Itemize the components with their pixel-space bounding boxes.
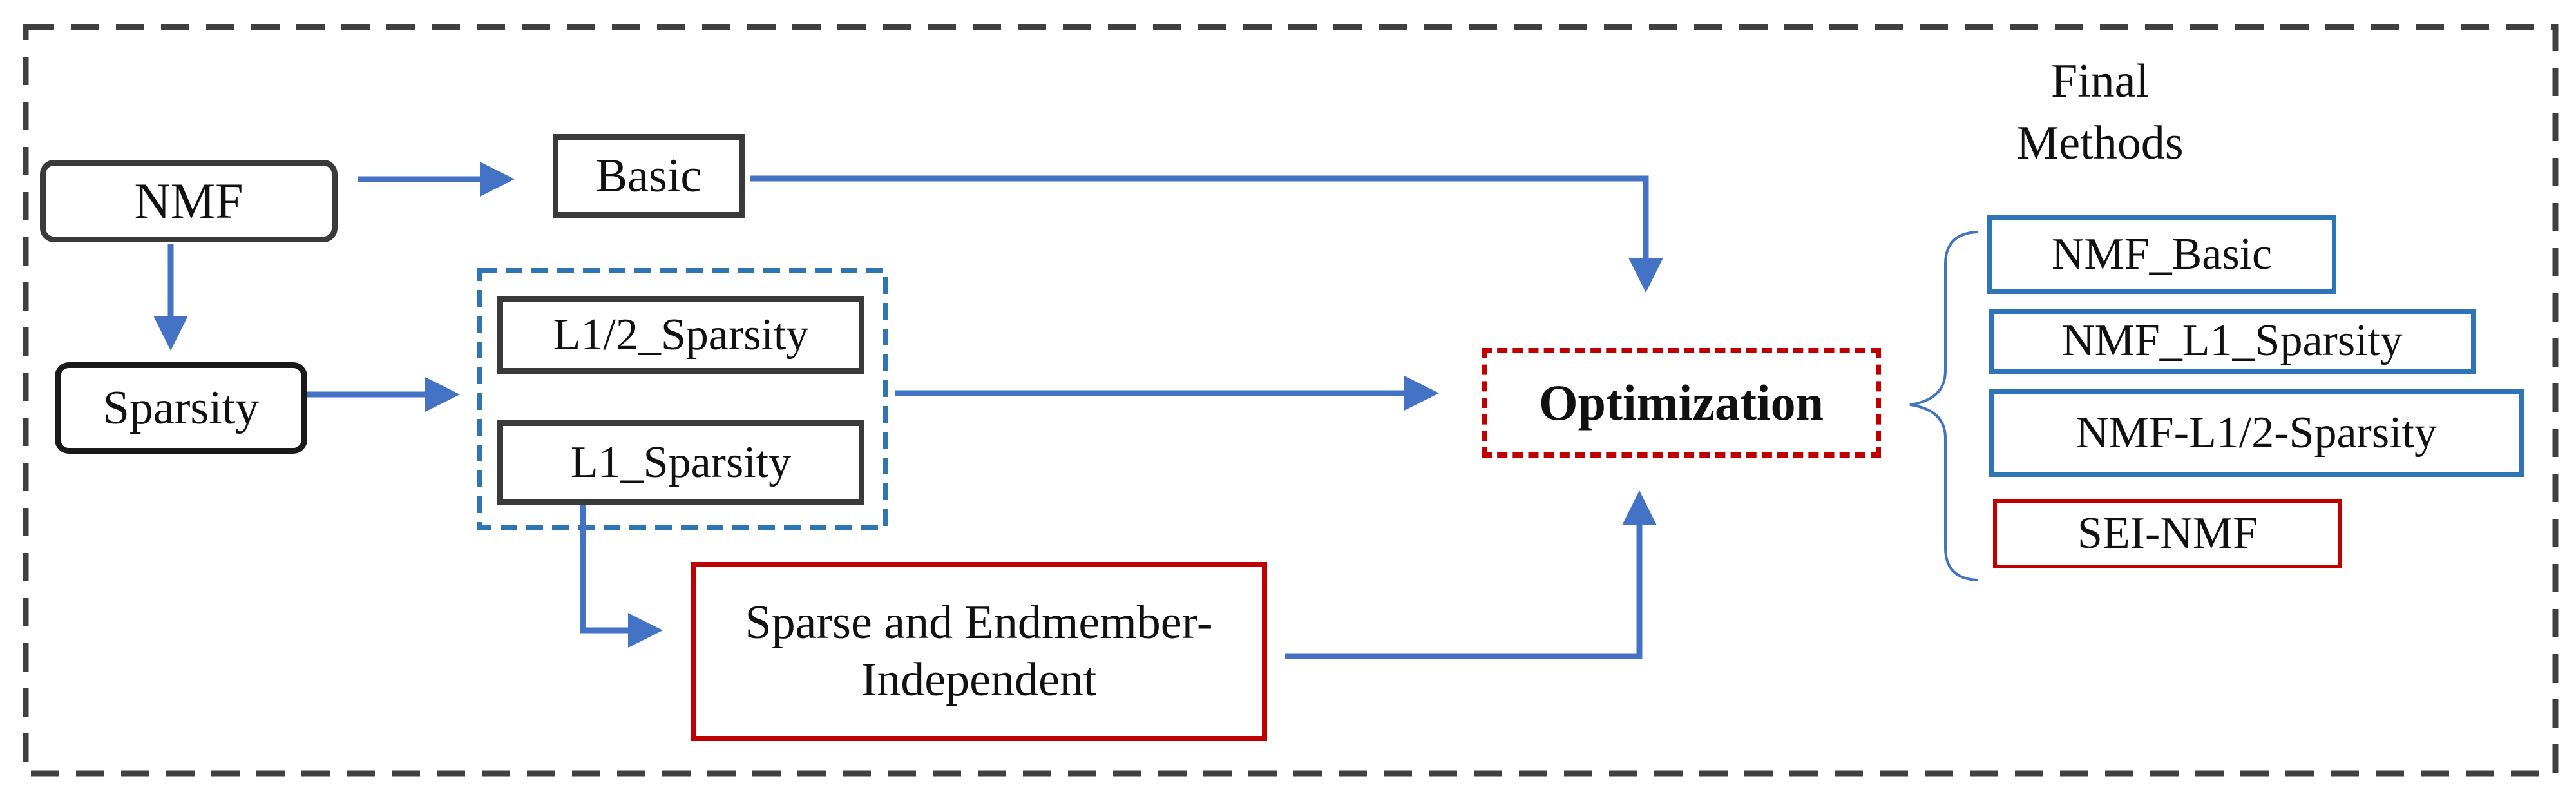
sparsity-group-frame (477, 268, 888, 530)
final-methods-title-line-1: Final (2050, 55, 2150, 108)
final-methods-title-line-2: Methods (2016, 117, 2184, 170)
arrow-basic-to-optimization (750, 175, 1663, 293)
outer-frame (23, 24, 2559, 777)
method-nmf-l1-sparsity: NMF_L1_Sparsity (1989, 309, 2476, 374)
node-l12-sparsity: L1/2_Sparsity (497, 296, 864, 374)
method-nmf-basic: NMF_Basic (1987, 215, 2336, 294)
final-methods-title: Final Methods (1971, 50, 2229, 174)
node-optimization: Optimization (1482, 348, 1881, 458)
node-nmf: NMF (40, 160, 338, 242)
sei-line-1: Sparse and Endmember- (745, 596, 1213, 650)
method-nmf-l12-sparsity: NMF-L1/2-Sparsity (1989, 389, 2524, 477)
arrow-sei-to-optimization (1285, 490, 1657, 659)
final-methods-brace (1909, 231, 1978, 581)
arrow-l1-to-sei (580, 490, 663, 648)
sei-line-2: Independent (861, 654, 1097, 706)
method-sei-nmf: SEI-NMF (1993, 499, 2342, 568)
node-sparse-endmember-independent: Sparse and Endmember- Independent (691, 562, 1267, 741)
node-l1-sparsity: L1_Sparsity (497, 420, 864, 505)
node-sparsity: Sparsity (55, 362, 307, 454)
node-basic: Basic (553, 134, 745, 218)
